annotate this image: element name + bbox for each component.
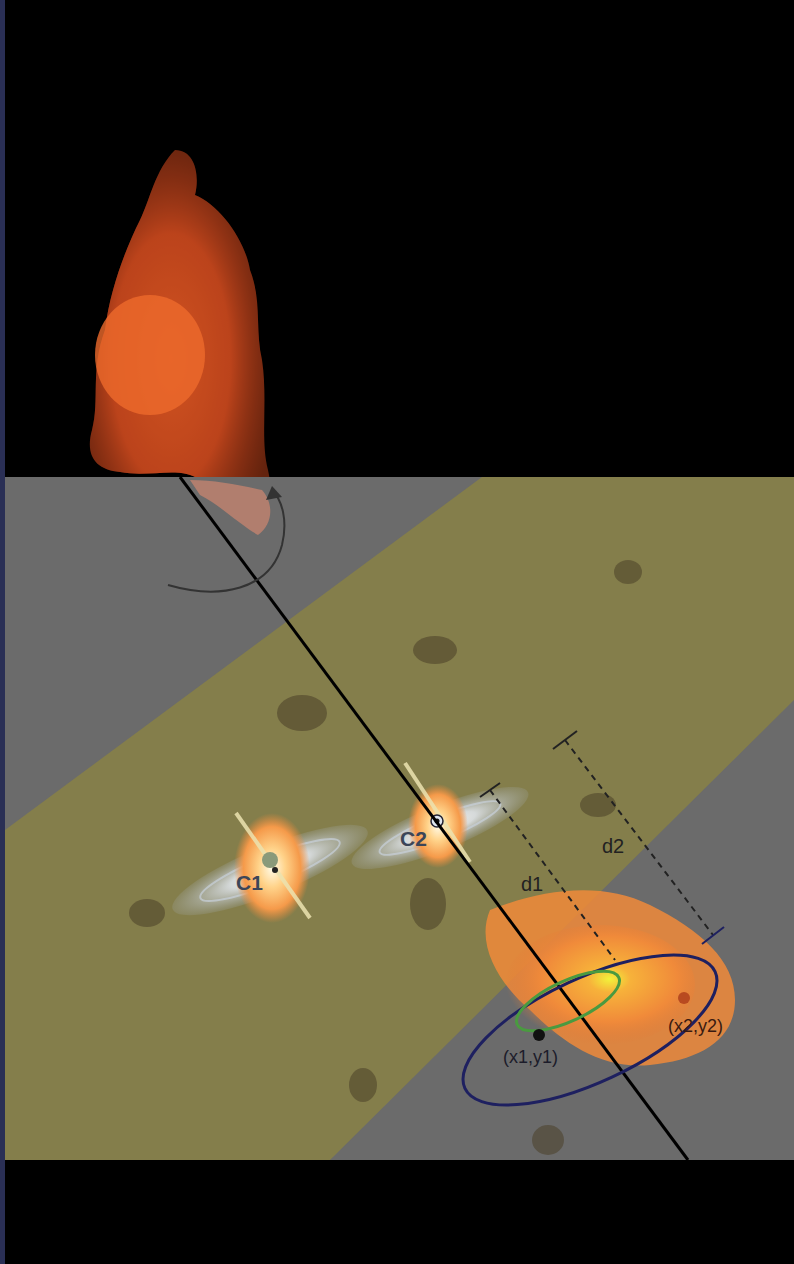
coordinate-label: (x1,y1): [503, 1048, 558, 1066]
coordinate-label: (x2,y2): [668, 1017, 723, 1035]
distance-label: d1: [521, 874, 543, 894]
galaxy-label: C2: [400, 828, 427, 849]
galaxy-label: C1: [236, 872, 263, 893]
distance-label: d2: [602, 836, 624, 856]
